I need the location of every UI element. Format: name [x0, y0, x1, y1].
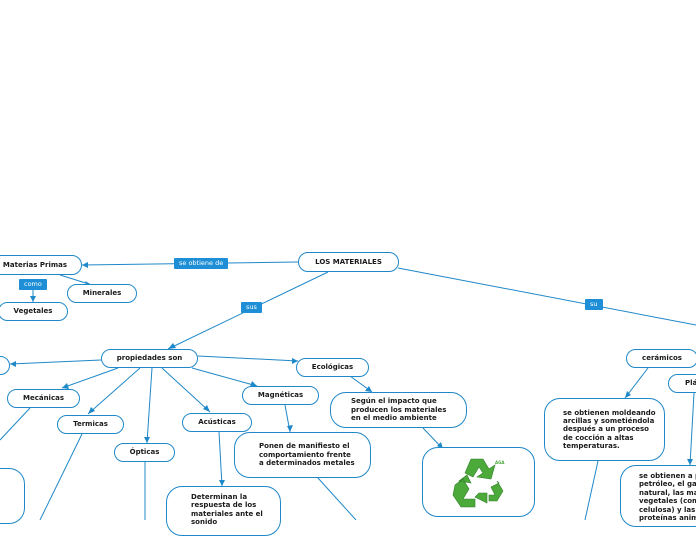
node-ecologicas-desc[interactable]: Según el impacto que producen los materi…	[330, 392, 467, 428]
connector-lines	[0, 261, 696, 520]
node-ceramicos-desc[interactable]: se obtienen moldeando arcillas y sometié…	[544, 398, 665, 461]
node-ceramicos[interactable]: cerámicos	[626, 349, 696, 368]
link-label-su: su	[585, 299, 603, 311]
link-label-como: como	[19, 279, 47, 291]
node-minerales[interactable]: Minerales	[67, 284, 137, 303]
root-node[interactable]: LOS MATERIALES	[298, 252, 399, 272]
node-plasticos-desc[interactable]: se obtienen a p petróleo, el gas natural…	[620, 465, 696, 527]
node-propiedades[interactable]: propiedades son	[101, 349, 198, 368]
node-acusticas[interactable]: Acústicas	[182, 413, 252, 432]
node-magneticas-desc[interactable]: Ponen de manifiesto el comportamiento fr…	[234, 432, 371, 478]
node-termicas[interactable]: Termicas	[57, 415, 124, 434]
node-opticas[interactable]: Ópticas	[114, 443, 175, 462]
node-mecanicas[interactable]: Mecánicas	[7, 389, 80, 408]
svg-text:AGA: AGA	[495, 460, 505, 465]
recycle-icon: AGA	[452, 458, 505, 508]
node-offscreen-lower-left[interactable]	[0, 468, 25, 524]
node-recycle-image[interactable]: AGA	[422, 447, 535, 517]
node-ecologicas[interactable]: Ecológicas	[296, 358, 369, 377]
node-materias-primas[interactable]: Materias Primas	[0, 255, 82, 275]
node-vegetales[interactable]: Vegetales	[0, 302, 68, 321]
link-label-sus: sus	[241, 302, 262, 314]
node-plasticos[interactable]: Plá	[668, 374, 696, 393]
node-magneticas[interactable]: Magnéticas	[242, 386, 319, 405]
node-acusticas-desc[interactable]: Determinan la respuesta de los materiale…	[166, 486, 281, 536]
link-label-obtiene: se obtiene de	[174, 258, 229, 270]
